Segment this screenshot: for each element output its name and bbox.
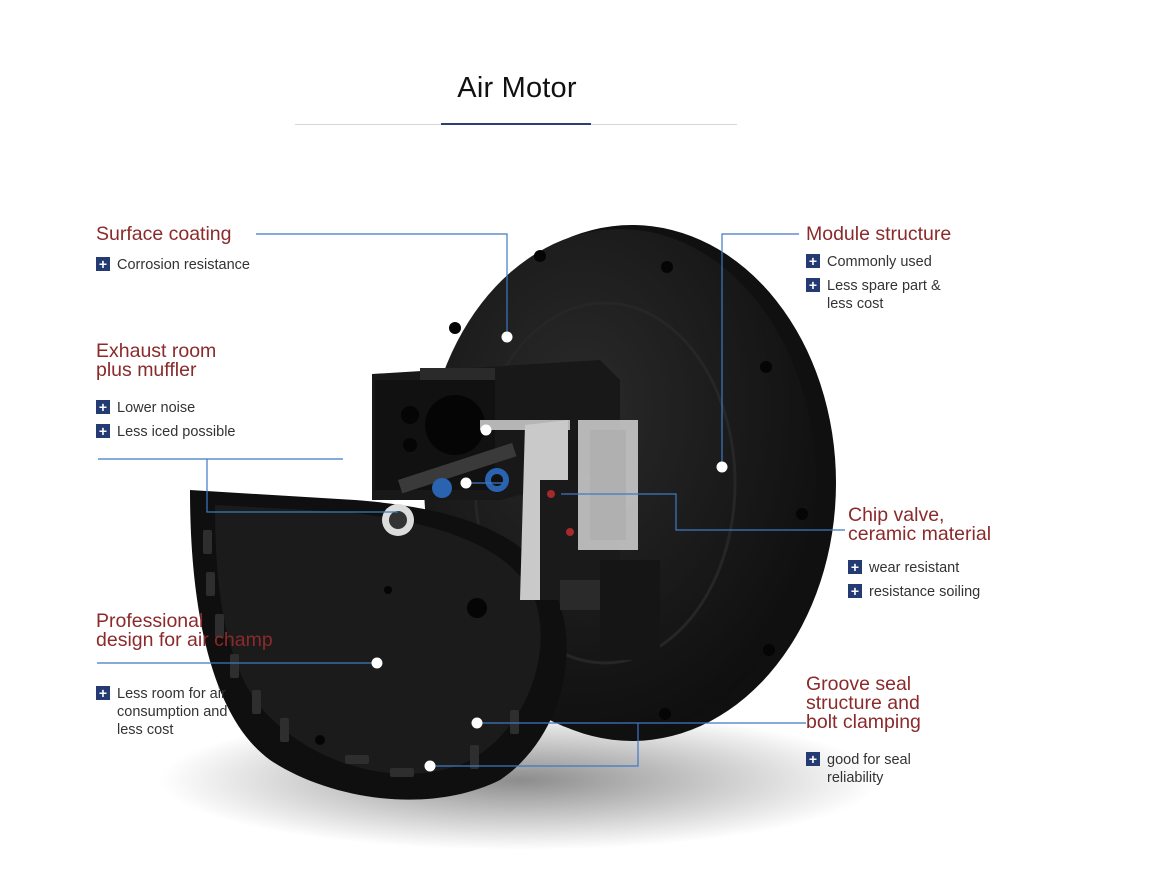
- marker-surface-coating: [501, 331, 513, 343]
- plus-icon: +: [96, 424, 110, 438]
- callout-heading: Surface coating: [96, 223, 232, 245]
- callout-heading: Module structure: [806, 223, 952, 245]
- callout-groove-seal: Groove seal structure and bolt clamping …: [806, 673, 1046, 793]
- marker-groove-seal: [471, 717, 483, 729]
- callout-chip-valve: Chip valve, ceramic material + wear resi…: [848, 504, 1088, 607]
- plus-icon: +: [806, 752, 820, 766]
- plus-icon: +: [96, 257, 110, 271]
- callout-heading: Exhaust room plus muffler: [96, 340, 217, 381]
- leader-line-surface-coating: [256, 233, 508, 337]
- plus-icon: +: [848, 560, 862, 574]
- feature-item: + Corrosion resistance: [96, 256, 336, 274]
- feature-item: + wear resistant: [848, 559, 1088, 577]
- callout-heading: Chip valve, ceramic material: [848, 504, 992, 545]
- plus-icon: +: [806, 254, 820, 268]
- feature-item: + Less room for air consumption and less…: [96, 685, 356, 739]
- plus-icon: +: [848, 584, 862, 598]
- callout-module-structure: Module structure + Commonly used + Less …: [806, 223, 1046, 319]
- callout-exhaust-room: Exhaust room plus muffler + Lower noise …: [96, 340, 336, 447]
- plus-icon: +: [806, 278, 820, 292]
- callout-professional-design: Professional design for air champ + Less…: [96, 610, 356, 745]
- plus-icon: +: [96, 686, 110, 700]
- marker-exhaust-side: [460, 477, 472, 489]
- callout-heading: Professional design for air champ: [96, 610, 273, 651]
- marker-professional-design: [371, 657, 383, 669]
- page-title: Air Motor: [457, 72, 577, 104]
- marker-groove-seal-bottom: [424, 760, 436, 772]
- marker-exhaust-rod: [480, 424, 492, 436]
- callout-surface-coating: Surface coating + Corrosion resistance: [96, 223, 336, 280]
- feature-item: + resistance soiling: [848, 583, 1088, 601]
- valve-assembly: [382, 420, 660, 660]
- feature-item: + Commonly used: [806, 253, 1046, 271]
- leader-lines: [97, 233, 845, 767]
- leader-line-exhaust-room-drop: [206, 459, 398, 513]
- callout-markers: [371, 331, 728, 772]
- feature-item: + Lower noise: [96, 399, 336, 417]
- feature-item: + Less spare part & less cost: [806, 277, 1046, 313]
- plus-icon: +: [96, 400, 110, 414]
- callout-heading: Groove seal structure and bolt clamping: [806, 673, 921, 733]
- leader-line-groove-seal-drop: [430, 723, 639, 767]
- feature-item: + good for seal reliability: [806, 751, 1046, 787]
- marker-module-structure: [716, 461, 728, 473]
- title-accent-bar: [441, 123, 591, 125]
- leader-line-chip-valve: [561, 493, 845, 531]
- feature-item: + Less iced possible: [96, 423, 336, 441]
- leader-line-module-structure: [721, 233, 799, 467]
